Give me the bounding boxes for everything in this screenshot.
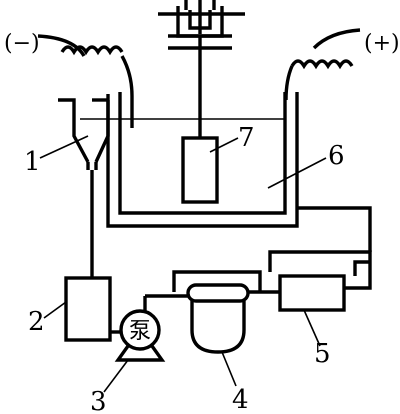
label-7: 7 bbox=[238, 123, 255, 153]
leader-lines bbox=[39, 135, 327, 393]
label-1: 1 bbox=[24, 147, 41, 177]
label-3: 3 bbox=[90, 387, 107, 414]
negative-lead bbox=[37, 34, 134, 128]
nozzle-1 bbox=[58, 98, 110, 278]
label-6: 6 bbox=[328, 141, 345, 171]
label-4: 4 bbox=[232, 385, 249, 414]
electrolytic-tank-6 bbox=[106, 92, 299, 228]
pump-label: 泵 bbox=[129, 319, 151, 344]
workpiece-7 bbox=[181, 136, 219, 204]
label-5: 5 bbox=[314, 339, 331, 369]
pump-3: 泵 bbox=[114, 296, 166, 362]
polarity-negative: (−) bbox=[4, 31, 40, 56]
label-2: 2 bbox=[28, 307, 45, 337]
pipes-to-exchanger bbox=[172, 270, 280, 294]
positive-lead bbox=[284, 28, 361, 101]
filter-4 bbox=[186, 283, 250, 354]
polarity-positive: (+) bbox=[364, 31, 400, 56]
stirrer-assembly bbox=[158, 0, 245, 138]
heat-exchanger-5 bbox=[278, 274, 346, 312]
return-pipes bbox=[268, 206, 372, 290]
reservoir-2 bbox=[64, 276, 112, 342]
